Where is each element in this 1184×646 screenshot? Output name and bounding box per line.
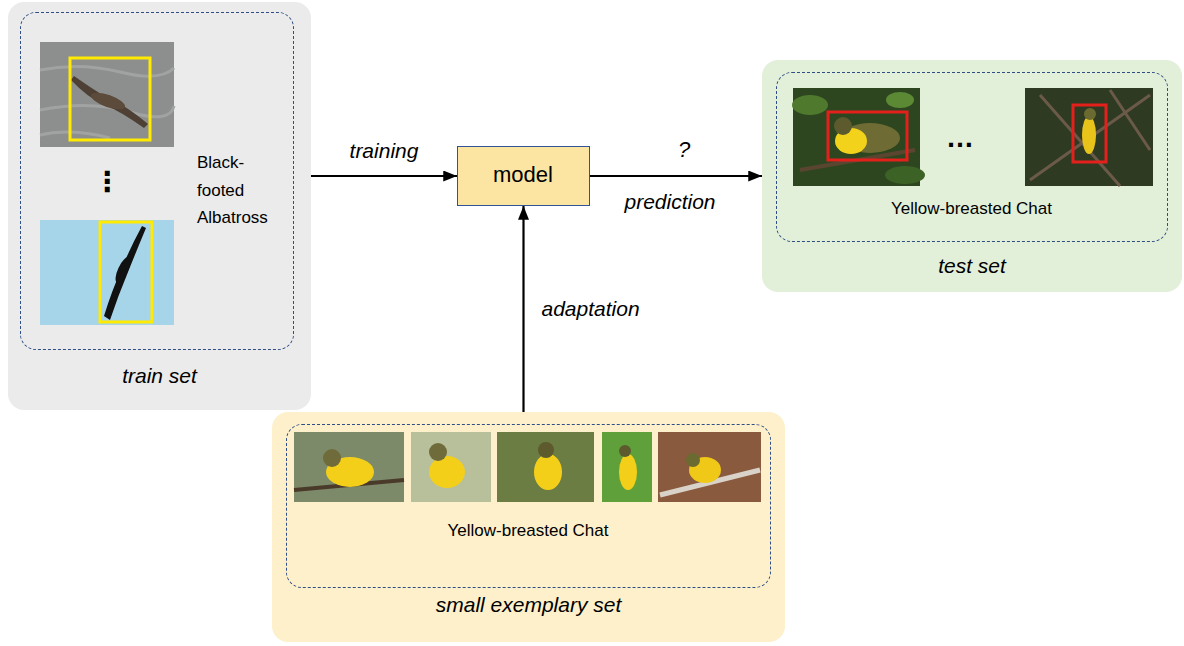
- bird-photo: [1025, 88, 1153, 186]
- edge-label: adaptation: [542, 296, 640, 321]
- photo-ground: [40, 42, 174, 147]
- bird-photo: [497, 432, 594, 502]
- photo-ground: [602, 432, 652, 502]
- bounding-box: [100, 222, 152, 322]
- bird-head: [834, 117, 852, 135]
- edge-label: prediction: [624, 189, 715, 214]
- wave: [40, 66, 174, 138]
- bird-head: [323, 449, 341, 467]
- bird-body: [429, 456, 465, 488]
- bird-photo: [792, 88, 925, 186]
- ellipsis-mark: …: [946, 121, 974, 155]
- flow-arrow: [590, 175, 762, 177]
- leaf: [792, 95, 828, 115]
- bird-head: [619, 445, 631, 457]
- bird-body: [534, 454, 562, 490]
- photo-ground: [1025, 88, 1153, 186]
- bird-body: [113, 255, 134, 285]
- leaf: [886, 92, 914, 108]
- bounding-box: [70, 58, 150, 140]
- node-label: small exemplary set: [272, 592, 785, 617]
- bird-photo: [602, 432, 652, 502]
- node-label: Yellow-breasted Chat: [777, 199, 1166, 219]
- bird-photo: [411, 432, 491, 502]
- bird-photo: [40, 42, 174, 147]
- node-label: Yellow-breasted Chat: [287, 521, 769, 541]
- bird-head: [1084, 108, 1096, 120]
- model-box: model: [457, 146, 590, 206]
- bird-shape: [71, 76, 148, 128]
- bird-photo: [294, 432, 404, 502]
- bird-shape: [104, 226, 146, 320]
- leaf: [885, 166, 925, 184]
- node-label: test set: [762, 253, 1182, 278]
- photo-ground: [497, 432, 594, 502]
- photo-ground: [40, 220, 174, 325]
- bounding-box: [1073, 105, 1106, 162]
- bird-head: [686, 453, 700, 467]
- photo-ground: [658, 432, 761, 502]
- bird-photo: [40, 220, 174, 325]
- photo-ground: [411, 432, 491, 502]
- ellipsis-mark: ⋮: [93, 165, 121, 199]
- bounding-box: [828, 112, 907, 160]
- bird-head: [429, 443, 447, 461]
- bird-body: [1082, 116, 1096, 154]
- bird-photo: [658, 432, 761, 502]
- ellipsis-mark: ?: [678, 137, 690, 163]
- edge-label: training: [350, 138, 419, 163]
- bird-head: [538, 442, 554, 458]
- photo-ground: [294, 432, 404, 502]
- flow-arrow: [522, 206, 524, 412]
- bird-body: [89, 89, 127, 113]
- bird-body: [619, 454, 637, 490]
- branch: [1030, 90, 1150, 186]
- node-label: Black-footed Albatross: [197, 149, 287, 232]
- node-label: train set: [8, 363, 311, 388]
- flow-arrow: [311, 175, 457, 177]
- node-label: model: [458, 162, 588, 188]
